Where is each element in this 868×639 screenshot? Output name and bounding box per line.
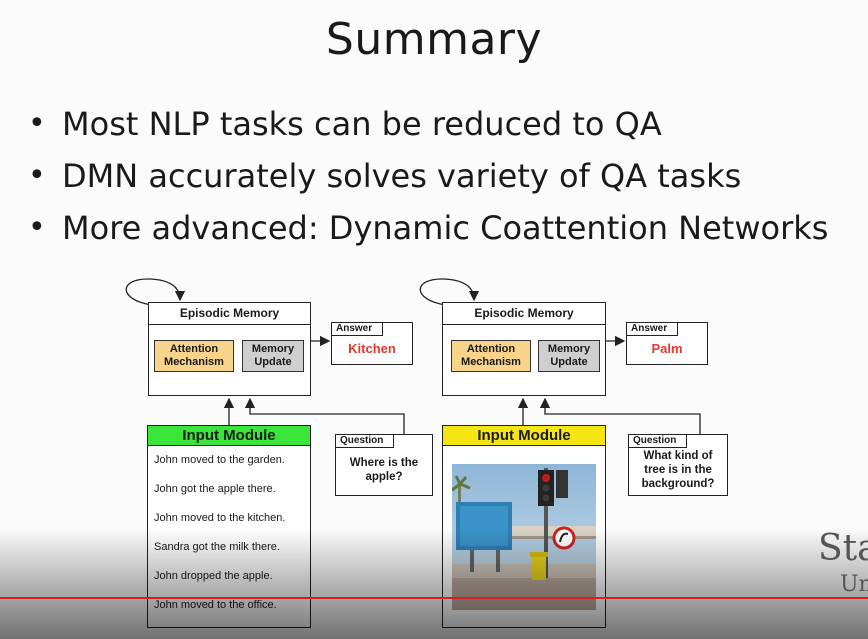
episodic-memory-label: Episodic Memory xyxy=(179,306,280,320)
question-line: Where is the xyxy=(349,457,419,469)
slide-title: Summary xyxy=(325,14,543,65)
question-line: tree is in the xyxy=(644,464,712,476)
logo-text: Un xyxy=(840,572,868,597)
input-sentence: John got the apple there. xyxy=(154,483,276,495)
logo-text: Sta xyxy=(818,528,868,569)
question-tag: Question xyxy=(335,434,395,448)
bullet-item: Most NLP tasks can be reduced to QA xyxy=(28,98,828,150)
answer-tag: Answer xyxy=(331,322,384,336)
input-sentence: John moved to the garden. xyxy=(154,454,285,466)
input-sentence: John moved to the office. xyxy=(154,599,277,611)
question-tag: Question xyxy=(628,434,688,448)
question-line: apple? xyxy=(365,471,403,483)
attention-label-2: Mechanism xyxy=(461,356,521,368)
question-box: Question What kind of tree is in the bac… xyxy=(628,434,728,496)
bullet-item: DMN accurately solves variety of QA task… xyxy=(28,150,828,202)
memory-label-1: Memory xyxy=(251,343,295,355)
question-box: Question Where is the apple? xyxy=(335,434,433,496)
memory-label-2: Update xyxy=(254,356,292,368)
loop-arrow xyxy=(419,278,480,306)
memory-label-2: Update xyxy=(550,356,588,368)
street-scene-photo-icon xyxy=(452,464,596,610)
video-progress-bar[interactable] xyxy=(0,597,868,599)
answer-tag: Answer xyxy=(626,322,679,336)
answer-value: Palm xyxy=(651,341,683,356)
answer-value: Kitchen xyxy=(348,341,396,356)
question-line: background? xyxy=(641,478,715,490)
answer-box: Answer Kitchen xyxy=(331,322,413,365)
question-arrow xyxy=(244,397,405,434)
attention-label-2: Mechanism xyxy=(164,356,224,368)
input-sentence: Sandra got the milk there. xyxy=(154,541,280,553)
question-text: What kind of tree is in the background? xyxy=(633,449,723,491)
answer-box: Answer Palm xyxy=(626,322,708,365)
question-arrow xyxy=(539,397,701,434)
episodic-memory-label: Episodic Memory xyxy=(474,306,574,320)
attention-label-1: Attention xyxy=(466,343,516,355)
question-line: What kind of xyxy=(643,450,713,462)
input-sentence: John dropped the apple. xyxy=(154,570,273,582)
loop-arrow xyxy=(125,278,186,306)
memory-label-1: Memory xyxy=(547,343,591,355)
bullet-list: Most NLP tasks can be reduced to QA DMN … xyxy=(28,98,828,254)
attention-label-1: Attention xyxy=(169,343,219,355)
bullet-item: More advanced: Dynamic Coattention Netwo… xyxy=(28,202,828,254)
input-module-header: Input Module xyxy=(443,426,605,446)
input-sentence: John moved to the kitchen. xyxy=(154,512,286,524)
input-module-header: Input Module xyxy=(148,426,310,446)
question-text: Where is the apple? xyxy=(340,456,428,484)
